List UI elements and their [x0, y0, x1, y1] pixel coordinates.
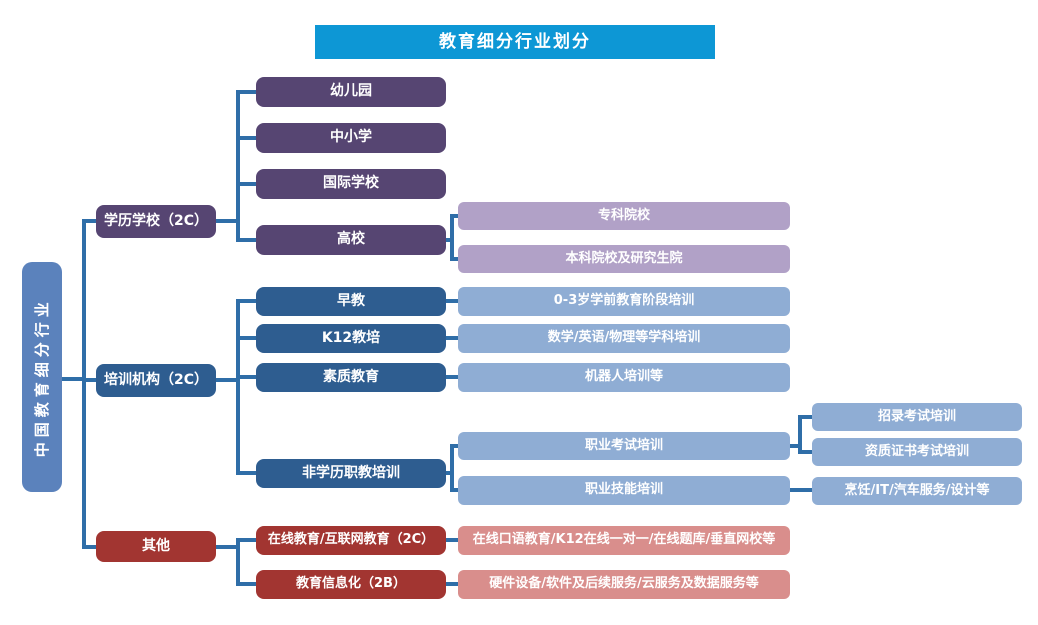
node-feixueli-zhijiao: 非学历职教培训	[256, 459, 446, 488]
root-node: 中国教育细分行业	[22, 262, 62, 492]
node-k12-desc: 数学/英语/物理等学科培训	[458, 324, 790, 353]
connector-gaoxiao-children	[446, 214, 458, 261]
node-pengren-it: 烹饪/IT/汽车服务/设计等	[812, 477, 1022, 505]
connectors	[62, 90, 812, 586]
node-zizhi-zhengshu: 资质证书考试培训	[812, 438, 1022, 466]
node-zaixian-desc: 在线口语教育/K12在线一对一/在线题库/垂直网校等	[458, 526, 790, 555]
node-peixun-jigou: 培训机构（2C）	[96, 364, 216, 397]
node-k12-jiaopei: K12教培	[256, 324, 446, 353]
node-zhiye-kaoshi: 职业考试培训	[458, 432, 790, 460]
root-node-label: 中国教育细分行业	[32, 296, 51, 458]
node-zhuanke-yuanxiao: 专科院校	[458, 202, 790, 230]
connector-feixueli-children	[446, 444, 458, 492]
connector-peixun-descriptions	[446, 299, 458, 379]
node-zaixian-jiaoyu: 在线教育/互联网教育（2C）	[256, 526, 446, 555]
node-jiaoyu-xinxihua: 教育信息化（2B）	[256, 570, 446, 599]
node-zaojiao: 早教	[256, 287, 446, 316]
node-gaoxiao: 高校	[256, 225, 446, 255]
connector-root-to-level1	[62, 219, 96, 549]
node-zhaolu-kaoshi: 招录考试培训	[812, 403, 1022, 431]
node-suzhi-desc: 机器人培训等	[458, 363, 790, 392]
node-zaojiao-desc: 0-3岁学前教育阶段培训	[458, 287, 790, 316]
node-xinxihua-desc: 硬件设备/软件及后续服务/云服务及数据服务等	[458, 570, 790, 599]
diagram-title: 教育细分行业划分	[315, 25, 715, 59]
node-qita: 其他	[96, 531, 216, 562]
node-guoji-xuexiao: 国际学校	[256, 169, 446, 199]
node-zhongxiaoxue: 中小学	[256, 123, 446, 153]
node-youeryuan: 幼儿园	[256, 77, 446, 107]
connector-xueli-children	[216, 90, 256, 242]
connector-peixun-children	[216, 299, 256, 475]
connector-qita-descriptions	[446, 538, 458, 586]
node-zhiye-jineng: 职业技能培训	[458, 476, 790, 505]
node-benke-yanjiushengyuan: 本科院校及研究生院	[458, 245, 790, 273]
node-xueli-xuexiao: 学历学校（2C）	[96, 205, 216, 238]
connector-zhiye-kaoshi-children	[790, 415, 812, 454]
connector-qita-children	[216, 538, 256, 586]
node-suzhi-jiaoyu: 素质教育	[256, 363, 446, 392]
